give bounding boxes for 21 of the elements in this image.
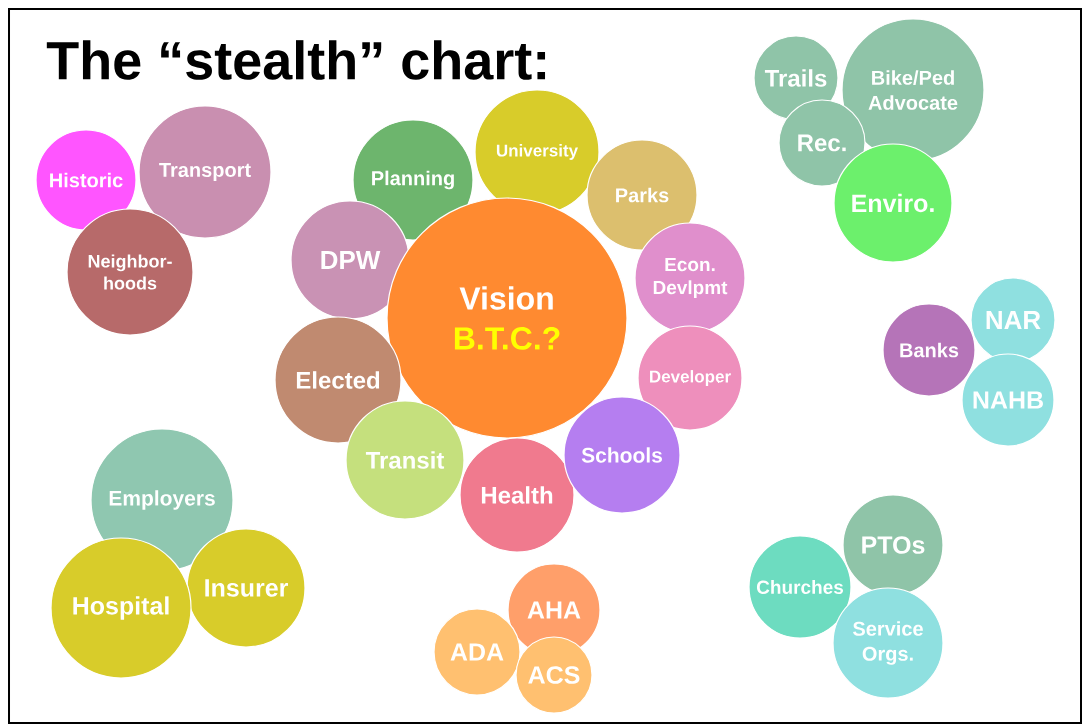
- circle-node: Developer: [637, 325, 743, 431]
- circle-node: NAHB: [961, 353, 1055, 447]
- circle-node: Transport: [138, 105, 272, 239]
- circle-node: University: [474, 89, 600, 215]
- circle-node: Churches: [748, 535, 852, 639]
- circle-node: Econ. Devlpmt: [634, 222, 746, 334]
- circle-node: Neighbor- hoods: [66, 208, 194, 336]
- circle-node: Parks: [586, 139, 698, 251]
- circle-node: ACS: [515, 636, 593, 714]
- circle-node: PTOs: [842, 494, 944, 596]
- circle-node: Health: [459, 437, 575, 553]
- circle-node: DPW: [290, 200, 410, 320]
- circle-node: Rec.: [778, 99, 866, 187]
- circle-node: Insurer: [186, 528, 306, 648]
- circle-node: Hospital: [50, 537, 192, 679]
- title: The “stealth” chart:: [46, 40, 546, 80]
- circle-node: Historic: [35, 129, 137, 231]
- circle-node: NAR: [970, 277, 1056, 363]
- circle-node: Schools: [563, 396, 681, 514]
- circle-node: ADA: [433, 608, 521, 696]
- circle-node: Transit: [345, 400, 465, 520]
